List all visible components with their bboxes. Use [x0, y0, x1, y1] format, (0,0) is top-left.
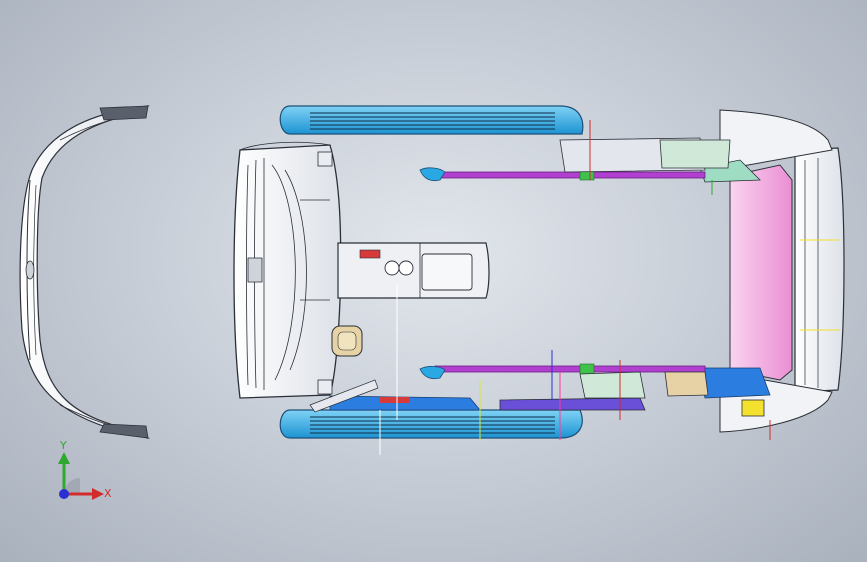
x-axis-arrowhead	[92, 488, 104, 500]
dashboard-assembly[interactable]	[233, 141, 342, 399]
orientation-triad[interactable]: Y X	[46, 440, 126, 510]
running-board-top[interactable]	[279, 105, 584, 135]
lower-side-rail[interactable]	[309, 363, 709, 413]
z-axis-origin	[59, 489, 69, 499]
reference-lines	[379, 120, 840, 455]
rear-bumper[interactable]	[699, 109, 845, 433]
y-axis-label: Y	[60, 439, 67, 452]
running-board-bottom[interactable]	[279, 409, 583, 439]
y-axis-arrowhead	[58, 452, 70, 464]
seat-cushion[interactable]	[331, 325, 363, 357]
front-bumper[interactable]	[19, 105, 150, 439]
triad-plane-quadrant	[64, 478, 80, 494]
upper-side-rail[interactable]	[419, 137, 731, 182]
center-console[interactable]	[337, 242, 490, 299]
x-axis-label: X	[104, 487, 112, 500]
